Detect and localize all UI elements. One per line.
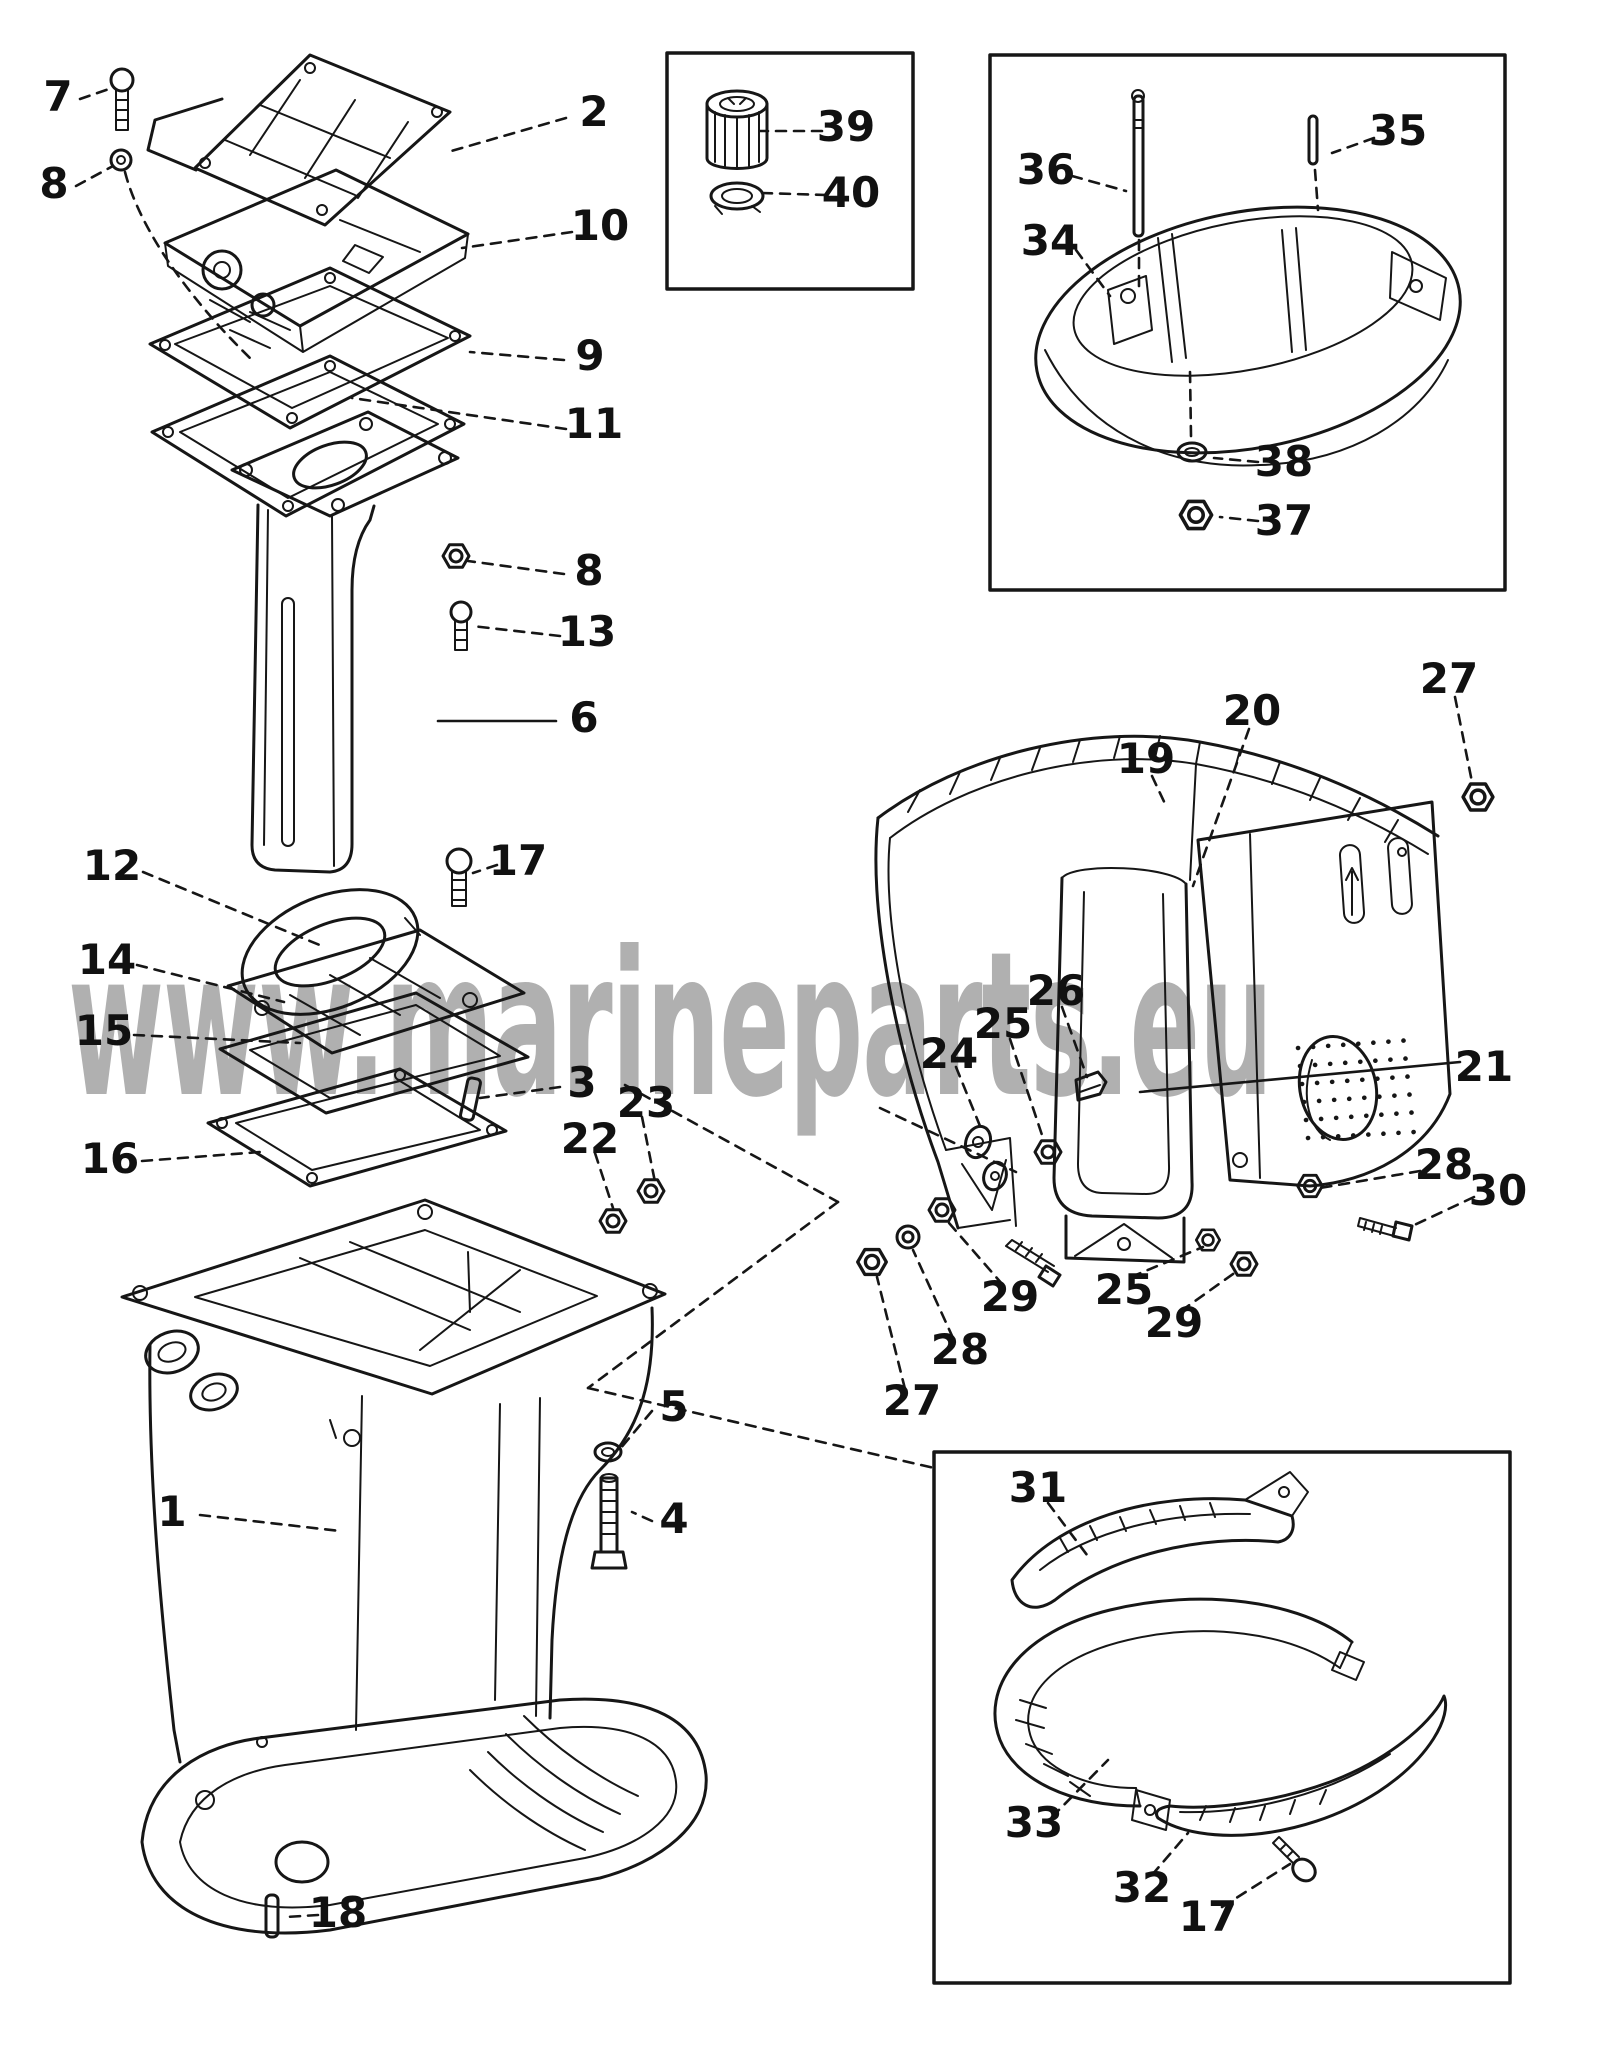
callout-15: 15 [74, 1006, 134, 1055]
watermark-text: www.marineparts.eu [68, 909, 1273, 1142]
callout-3: 3 [567, 1058, 597, 1107]
callout-33: 33 [1004, 1798, 1064, 1847]
callout-40: 40 [821, 168, 881, 217]
callout-12: 12 [82, 841, 142, 890]
bolt-4-drawing [590, 1473, 628, 1570]
gasket-11-drawing [150, 354, 466, 518]
inset-box-lower-support [988, 53, 1507, 592]
gasket-plate-2-drawing [146, 53, 452, 227]
leader-lines-dashed [74, 86, 1476, 1919]
callout-10: 10 [570, 201, 630, 250]
mount-plate-14-drawing [226, 928, 526, 1055]
washer-8-drawing [109, 148, 254, 362]
callout-11: 11 [564, 399, 624, 448]
driveshaft-tube-6-drawing [230, 410, 460, 874]
callout-4: 4 [659, 1494, 689, 1543]
driveshaft-housing-1-drawing [120, 1198, 708, 1935]
pin-18-drawing [264, 1893, 280, 1939]
gasket-16-drawing [206, 1067, 508, 1188]
splash-plate-32-drawing [1131, 1694, 1447, 1837]
splash-plate-31-drawing [1010, 1471, 1309, 1609]
bolt-30-part [1357, 1217, 1414, 1242]
callout-25b: 25 [1094, 1265, 1154, 1314]
coupler-39-drawing [705, 89, 769, 170]
clamp-band-33-drawing [993, 1597, 1365, 1808]
callout-29b: 29 [1144, 1298, 1204, 1347]
side-plate-21-drawing [1196, 800, 1452, 1188]
clip-26-part [1074, 1070, 1108, 1102]
callout-27: 27 [1419, 654, 1479, 703]
callout-7: 7 [43, 72, 73, 121]
exhaust-extension-19-drawing [874, 734, 1440, 1230]
screw-13-drawing [449, 600, 473, 651]
callout-29: 29 [980, 1272, 1040, 1321]
callout-35: 35 [1368, 106, 1428, 155]
inset-box-splash-plates [932, 1450, 1512, 1985]
lower-support-34-drawing [1034, 205, 1462, 467]
bolt-17-drawing [445, 847, 473, 907]
mount-bracket-20-drawing [1052, 866, 1194, 1264]
retaining-ring-40-drawing [709, 181, 765, 215]
callout-26: 26 [1026, 966, 1086, 1015]
washer-5-drawing [593, 1441, 623, 1463]
callout-17b: 17 [1178, 1892, 1238, 1941]
hardware-cluster-drawing [856, 1070, 1414, 1288]
inset-box-coupler [665, 51, 915, 291]
callout-32: 32 [1112, 1863, 1172, 1912]
callout-6: 6 [569, 693, 599, 742]
pin-35-drawing [1307, 114, 1320, 212]
callout-25: 25 [973, 999, 1033, 1048]
callout-5: 5 [659, 1382, 689, 1431]
screw-17b-drawing [1272, 1836, 1317, 1883]
callout-39: 39 [816, 102, 876, 151]
grommet-24-part [963, 1124, 1008, 1192]
pin-3-drawing [459, 1076, 482, 1122]
callout-23: 23 [616, 1078, 676, 1127]
callout-34: 34 [1020, 216, 1080, 265]
mount-plate-15-drawing [218, 991, 530, 1115]
callout-36: 36 [1016, 145, 1076, 194]
callout-31: 31 [1008, 1463, 1068, 1512]
callout-1: 1 [157, 1487, 187, 1536]
callout-18: 18 [308, 1888, 368, 1937]
screw-7-drawing [109, 67, 135, 131]
callout-19: 19 [1116, 734, 1176, 783]
callout-14: 14 [77, 935, 137, 984]
callout-20: 20 [1222, 686, 1282, 735]
callout-13: 13 [557, 607, 617, 656]
callout-16: 16 [80, 1134, 140, 1183]
callout-24: 24 [919, 1029, 979, 1078]
callout-21: 21 [1454, 1042, 1514, 1091]
callout-8b: 8 [574, 546, 604, 595]
washer-38-drawing [1176, 370, 1208, 463]
callout-8: 8 [39, 159, 69, 208]
callout-38: 38 [1254, 437, 1314, 486]
callout-28b: 28 [1414, 1140, 1474, 1189]
callout-37: 37 [1254, 496, 1314, 545]
callout-2: 2 [579, 87, 609, 136]
stud-36-drawing [1131, 89, 1145, 292]
callout-30: 30 [1468, 1166, 1528, 1215]
callout-9: 9 [575, 331, 605, 380]
callout-17: 17 [488, 836, 548, 885]
bolt-mid-part [1005, 1239, 1062, 1288]
callout-27b: 27 [882, 1376, 942, 1425]
callout-22: 22 [560, 1114, 620, 1163]
callout-28: 28 [930, 1325, 990, 1374]
gasket-9-drawing [148, 266, 472, 430]
